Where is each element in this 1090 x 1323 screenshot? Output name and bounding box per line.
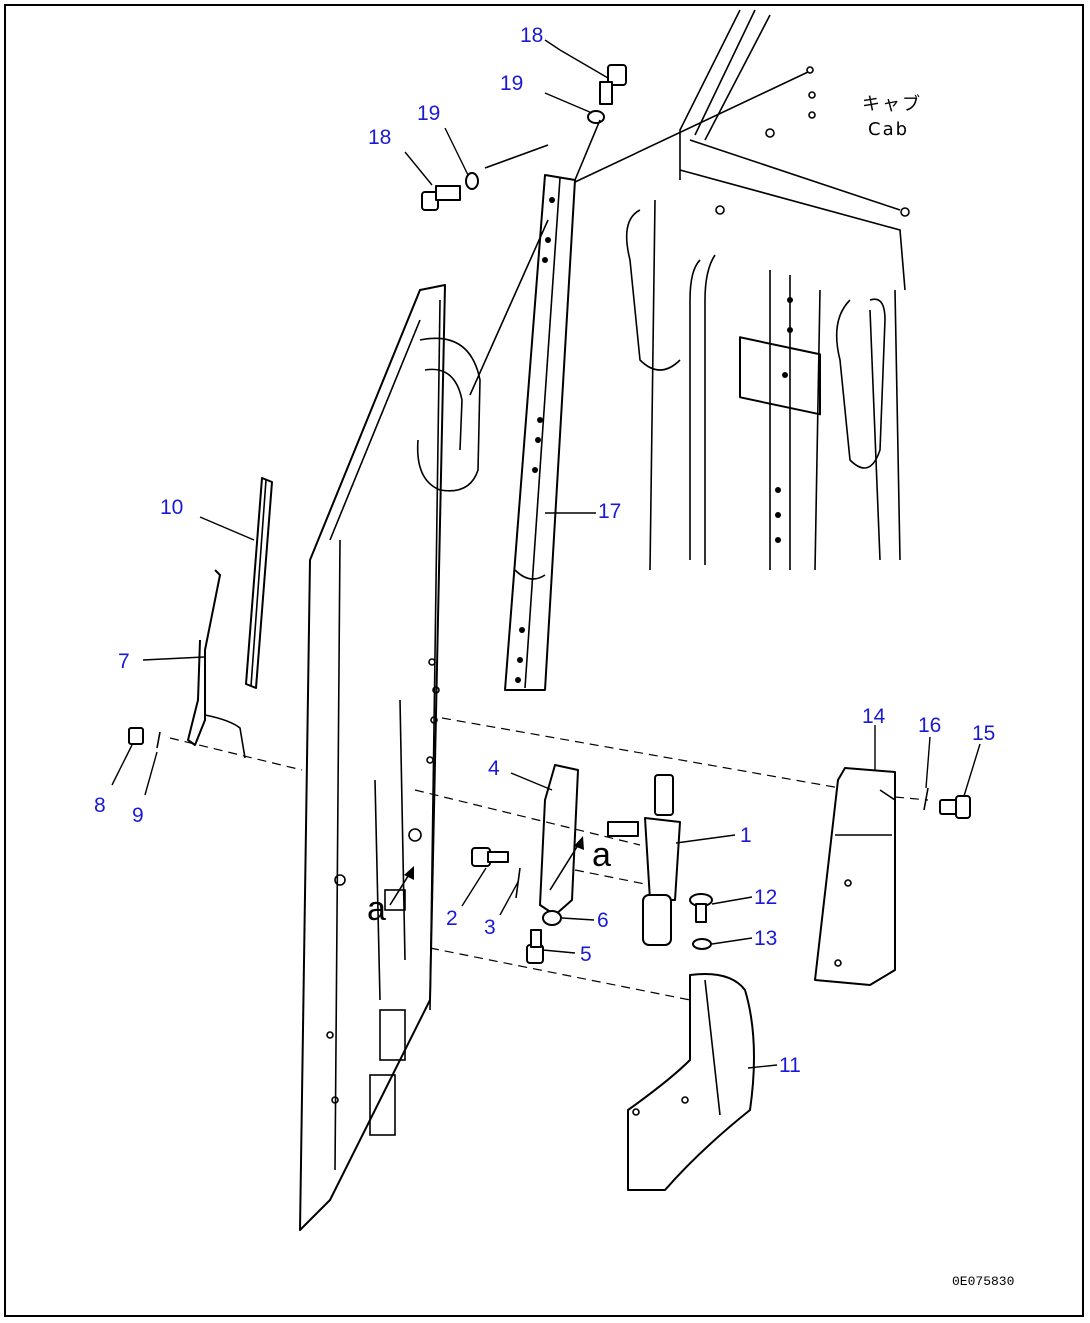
callout-10: 10 bbox=[160, 496, 183, 519]
part-1-wiper-motor bbox=[607, 774, 681, 946]
callout-9: 9 bbox=[132, 804, 144, 827]
part-18-bolt-upper bbox=[599, 64, 627, 105]
part-13-washer bbox=[692, 938, 712, 950]
part-17-rail bbox=[504, 174, 576, 691]
callout-18-upper: 18 bbox=[520, 24, 543, 47]
callout-7: 7 bbox=[118, 650, 130, 673]
cab-label-en: Cab bbox=[868, 119, 909, 140]
reference-mark-a-door: a bbox=[367, 890, 386, 928]
callout-19-left: 19 bbox=[417, 102, 440, 125]
callout-15: 15 bbox=[972, 722, 995, 745]
reference-arrows bbox=[389, 836, 584, 906]
door-panel bbox=[299, 284, 481, 1231]
part-5-bolt bbox=[526, 929, 544, 964]
part-16-washer bbox=[923, 787, 929, 811]
callout-3: 3 bbox=[484, 916, 496, 939]
part-14-cover bbox=[814, 767, 896, 986]
callout-18-left: 18 bbox=[368, 126, 391, 149]
drawing-frame bbox=[4, 4, 1084, 1317]
part-12-bolt bbox=[689, 893, 713, 923]
callout-1: 1 bbox=[740, 824, 752, 847]
part-18-bolt-left bbox=[421, 185, 461, 211]
callout-5: 5 bbox=[580, 943, 592, 966]
callout-11: 11 bbox=[779, 1054, 801, 1077]
callout-19-upper: 19 bbox=[500, 72, 523, 95]
part-6-washer bbox=[542, 910, 562, 926]
part-8-nut bbox=[128, 727, 144, 745]
part-2-bolt bbox=[471, 847, 509, 867]
assembly-lines bbox=[169, 71, 929, 1001]
drawing-code: 0E075830 bbox=[952, 1274, 1014, 1289]
part-7-wiper-arm bbox=[187, 569, 246, 759]
callout-13: 13 bbox=[754, 927, 777, 950]
callout-8: 8 bbox=[94, 794, 106, 817]
part-19-washer-left bbox=[465, 172, 479, 190]
callout-2: 2 bbox=[446, 907, 458, 930]
callout-12: 12 bbox=[754, 886, 777, 909]
part-15-bolt bbox=[939, 795, 971, 819]
cab-label-jp: キャブ bbox=[862, 93, 922, 115]
reference-mark-a-bracket: a bbox=[592, 836, 611, 874]
callout-6: 6 bbox=[597, 909, 609, 932]
leader-lines bbox=[111, 39, 981, 1069]
part-11-lower-cover bbox=[627, 973, 755, 1191]
cab-structure bbox=[625, 9, 910, 571]
callout-16: 16 bbox=[918, 714, 941, 737]
callout-17: 17 bbox=[598, 500, 621, 523]
callout-4: 4 bbox=[488, 757, 500, 780]
callout-14: 14 bbox=[862, 705, 886, 728]
part-10-wiper-blade bbox=[245, 477, 273, 689]
part-9-washer bbox=[156, 731, 161, 749]
